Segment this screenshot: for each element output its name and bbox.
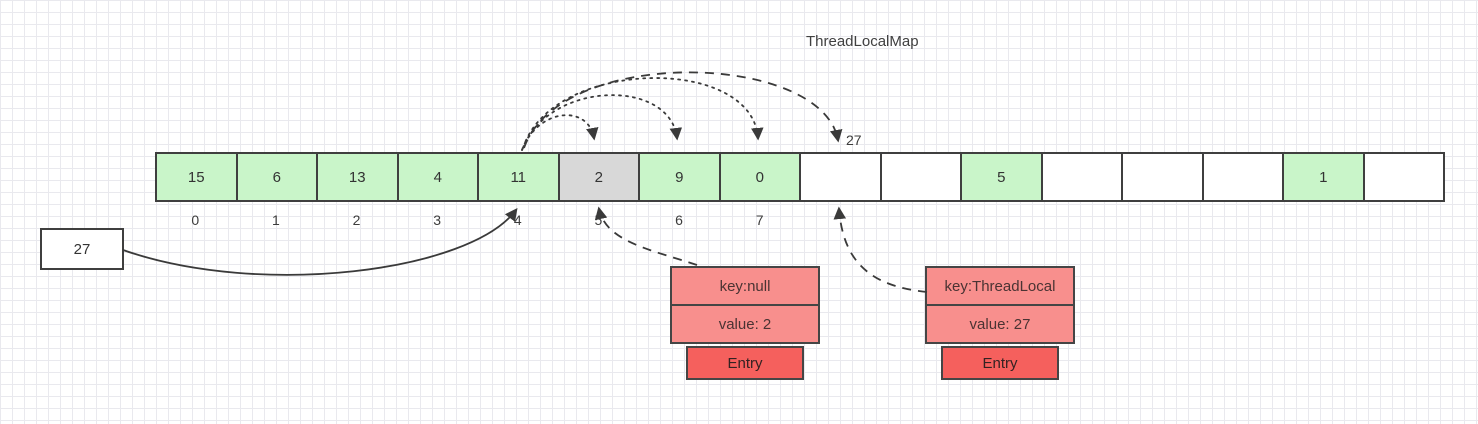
probe-target-label: 27 [846, 132, 862, 148]
array-cell-1: 6 [235, 152, 318, 202]
entry-key-row: key:ThreadLocal [925, 266, 1075, 306]
index-label-0: 0 [191, 212, 200, 228]
index-label-1: 1 [272, 212, 280, 228]
array-cell-8 [799, 152, 882, 202]
array-cell-6: 9 [638, 152, 721, 202]
entry-footer: Entry [941, 346, 1059, 380]
array-cell-13 [1201, 152, 1284, 202]
index-label-5: 5 [594, 212, 603, 228]
entry-box-null: key:null value: 2 Entry [670, 266, 820, 380]
array-cell-5: 2 [557, 152, 640, 202]
probe-arc-slot7 [522, 77, 764, 149]
index-label-3: 3 [433, 212, 442, 228]
entry-box-threadlocal: key:ThreadLocal value: 27 Entry [925, 266, 1075, 380]
probe-arc-slot5 [521, 114, 599, 151]
entry-value-row: value: 2 [670, 304, 820, 344]
array-cell-10: 5 [960, 152, 1043, 202]
index-label-2: 2 [352, 212, 361, 228]
entry-threadlocal-to-slot8-arrow [833, 206, 928, 293]
hash-value-box: 27 [40, 228, 124, 270]
index-label-4: 4 [513, 212, 522, 228]
entry-key-row: key:null [670, 266, 820, 306]
entry-value-row: value: 27 [925, 304, 1075, 344]
index-label-6: 6 [675, 212, 683, 228]
array-cell-15 [1362, 152, 1445, 202]
probe-arc-slot6 [521, 94, 683, 151]
array-cell-3: 4 [396, 152, 479, 202]
index-label-7: 7 [755, 212, 764, 228]
array-cell-14: 1 [1282, 152, 1365, 202]
threadlocalmap-array: 15 6 13 4 11 2 9 0 5 1 [155, 152, 1445, 202]
array-cell-12 [1121, 152, 1204, 202]
array-cell-0: 15 [155, 152, 238, 202]
array-cell-7: 0 [718, 152, 801, 202]
array-cell-9 [879, 152, 962, 202]
array-cell-11 [1040, 152, 1123, 202]
entry-footer: Entry [686, 346, 804, 380]
probe-arc-slot8 [523, 71, 843, 149]
array-cell-4: 11 [477, 152, 560, 202]
array-index-labels: 0 1 2 3 4 5 6 7 [155, 212, 800, 228]
array-cell-2: 13 [316, 152, 399, 202]
diagram-title: ThreadLocalMap [806, 33, 919, 50]
